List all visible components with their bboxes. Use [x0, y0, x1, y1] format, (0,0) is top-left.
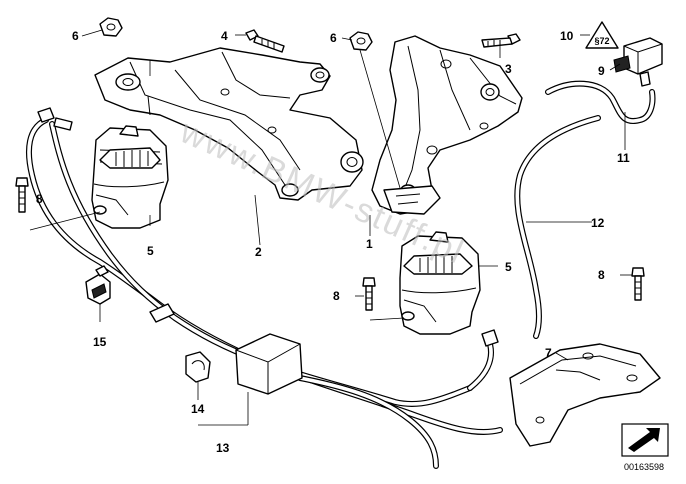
callout-13: 13 — [216, 441, 230, 455]
vacuum-hose-11 — [545, 80, 656, 125]
callout-7: 7 — [545, 346, 552, 360]
diagram-code: 00163598 — [624, 462, 664, 472]
hex-bolt-4 — [245, 29, 285, 53]
callout-4: 4 — [221, 29, 228, 43]
engine-mount-right — [399, 231, 481, 335]
callout-8-left: 8 — [36, 192, 43, 206]
hex-bolt-3 — [481, 33, 521, 48]
callout-8-center: 8 — [333, 289, 340, 303]
hex-nut-right — [349, 31, 373, 51]
callout-11: 11 — [617, 151, 630, 165]
engine-mount-bracket-right — [371, 35, 523, 215]
callout-9: 9 — [598, 64, 605, 78]
callout-5-left: 5 — [147, 244, 154, 258]
hex-bolt-8-left — [15, 177, 29, 213]
hose-clip-15 — [85, 265, 111, 305]
hex-bolt-8-center — [362, 277, 376, 311]
callout-6-right: 6 — [330, 31, 337, 45]
mounting-bracket-7 — [509, 343, 661, 447]
vacuum-pipe-assembly — [25, 107, 503, 469]
callout-12: 12 — [591, 216, 605, 230]
callout-2: 2 — [255, 245, 262, 259]
svg-text:§72: §72 — [594, 36, 609, 46]
hex-bolt-8-right — [631, 267, 645, 301]
callout-1: 1 — [366, 237, 373, 251]
callout-15: 15 — [93, 335, 107, 349]
vacuum-hose-12 — [514, 115, 601, 339]
engine-mount-left — [91, 125, 169, 229]
callout-5-right: 5 — [505, 260, 512, 274]
hose-clip-14 — [185, 351, 211, 383]
solenoid-valve-9 — [613, 37, 663, 87]
callout-6-left: 6 — [72, 29, 79, 43]
hex-nut-left — [99, 17, 123, 37]
leader-lines — [29, 29, 632, 426]
orientation-arrow-icon — [621, 423, 669, 457]
callout-10: 10 — [560, 29, 574, 43]
callout-14: 14 — [191, 402, 205, 416]
callout-3: 3 — [505, 62, 512, 76]
engine-mount-bracket-left — [94, 47, 364, 201]
warning-triangle-icon: §72 — [585, 21, 619, 49]
callout-8-right: 8 — [598, 268, 605, 282]
